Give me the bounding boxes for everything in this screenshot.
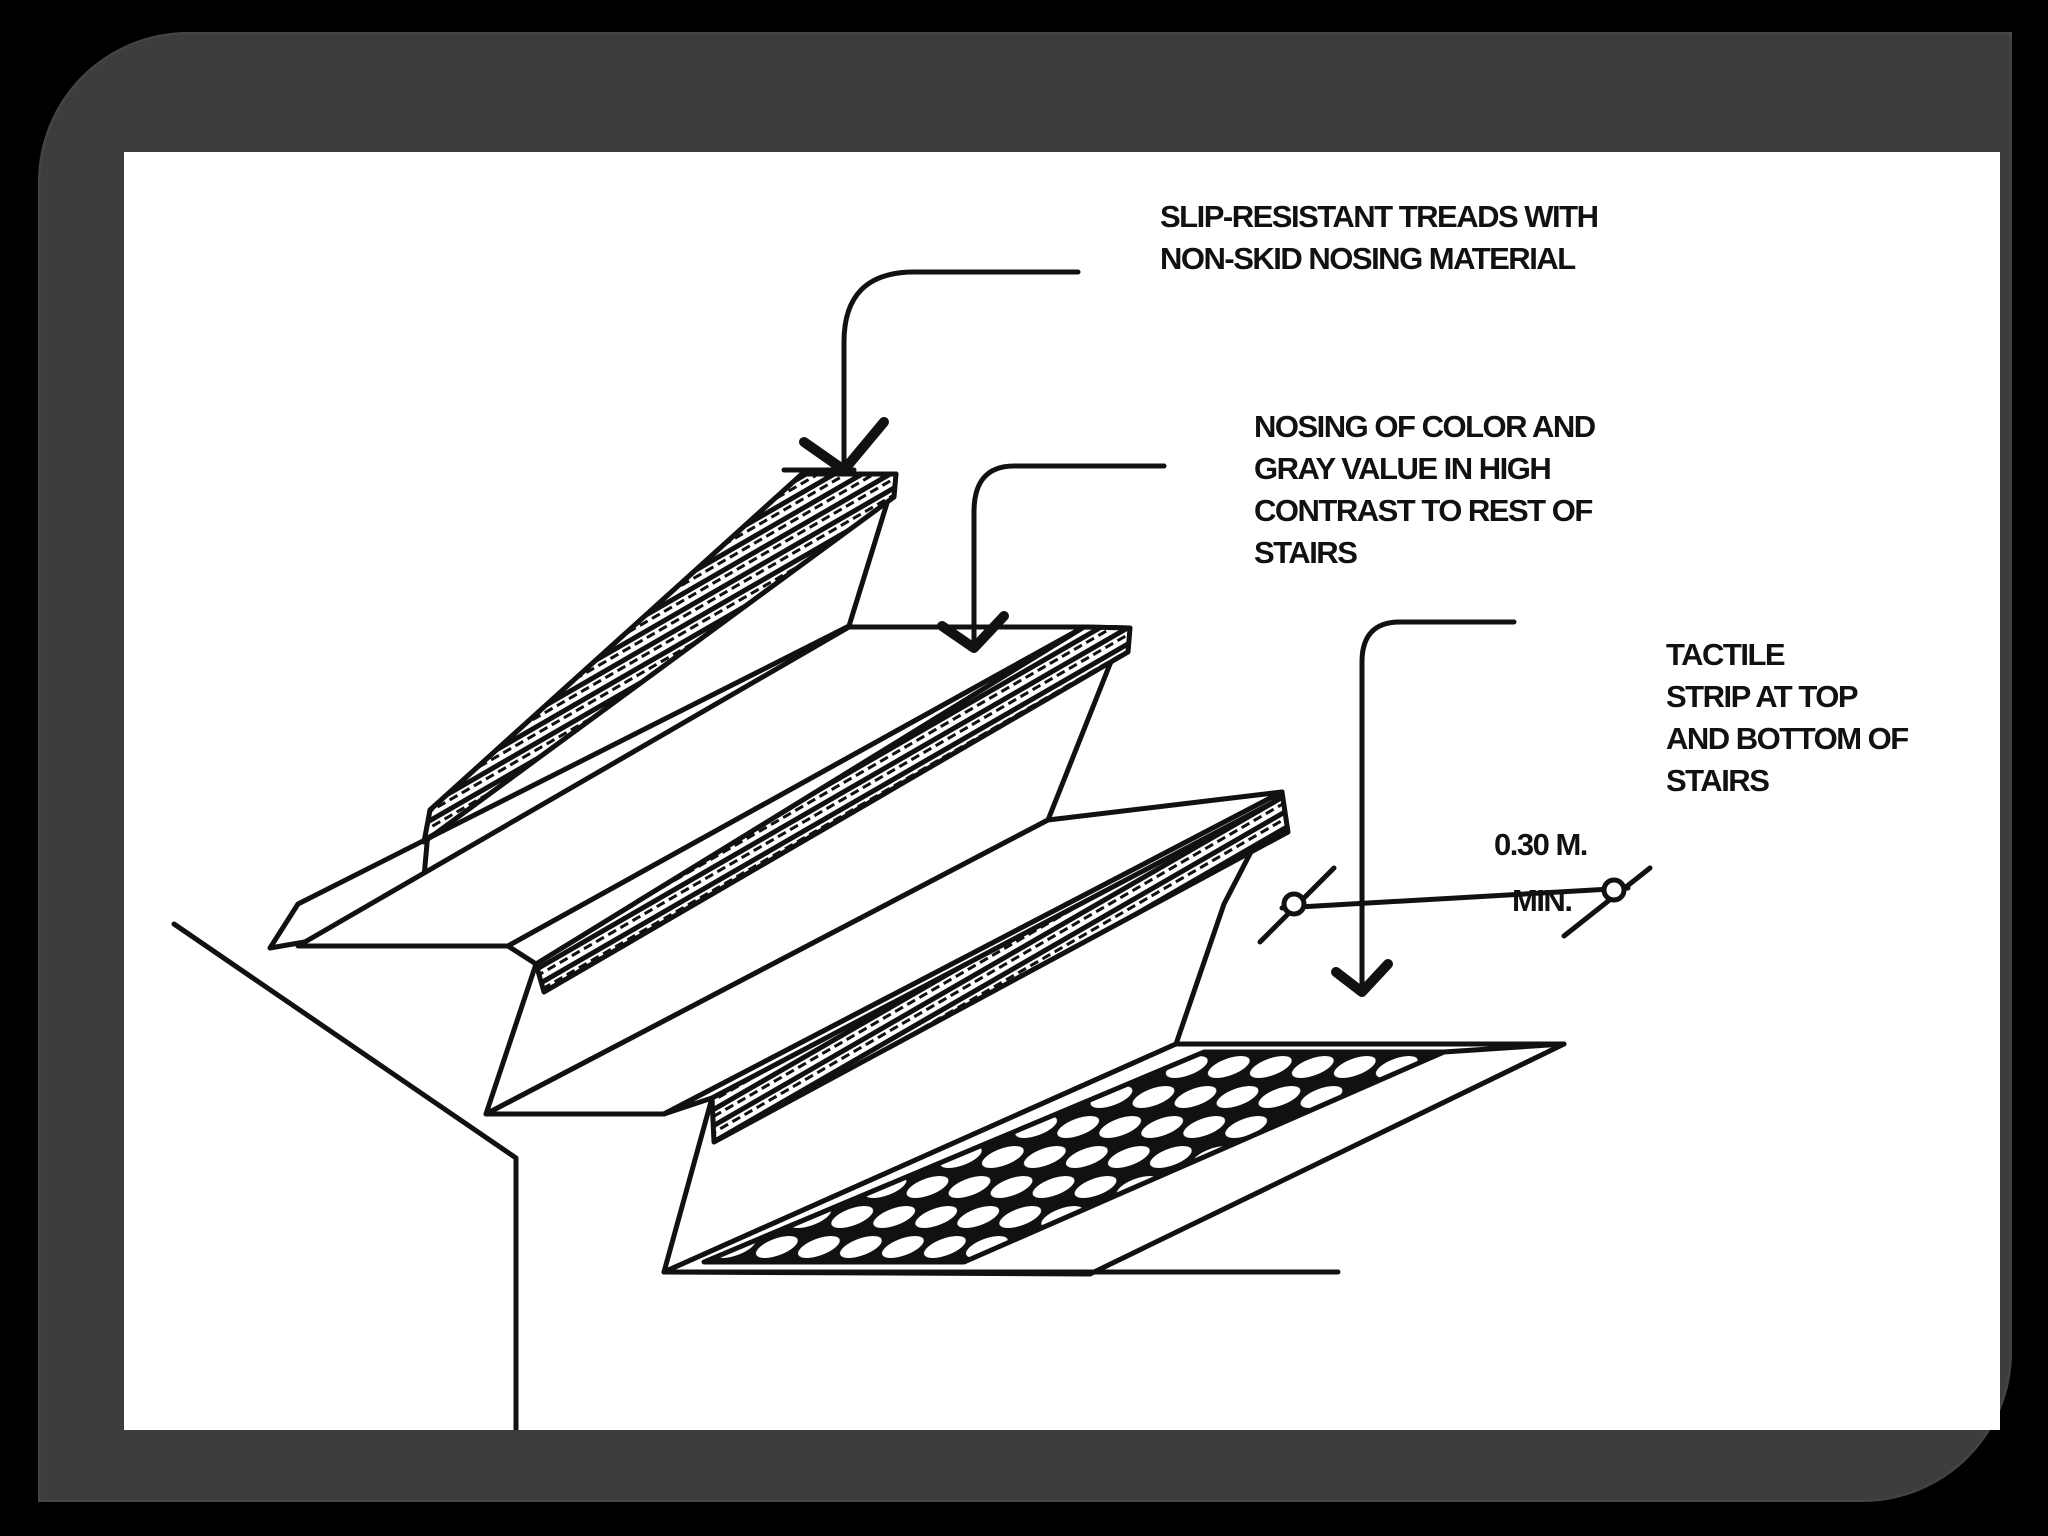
tactile-label: TACTILE STRIP AT TOP AND BOTTOM OF STAIR… [1666,634,1909,802]
slide-frame: SLIP-RESISTANT TREADS WITH NON-SKID NOSI… [38,32,2012,1502]
nosing-label: NOSING OF COLOR AND GRAY VALUE IN HIGH C… [1254,406,1596,574]
dimension-line [1279,885,1631,911]
dimension-node-left [1281,891,1307,917]
tactile-label-line: STAIRS [1666,763,1770,798]
dimension-value: 0.30 M. [1494,827,1588,862]
leader-tactile-arrow [1331,959,1393,997]
nosing-label-line: GRAY VALUE IN HIGH [1254,451,1552,486]
leader-tactile [1359,619,1517,995]
tactile-label-line: STRIP AT TOP [1666,679,1858,714]
leader-treads [841,269,1081,473]
stair-side-wall [171,921,519,1430]
leader-nosing-arrow [937,611,1009,653]
treads-label-line: SLIP-RESISTANT TREADS WITH [1160,199,1599,234]
dimension-extension-right [1561,865,1653,939]
top-step-nosing [421,471,899,845]
second-step-nosing [533,624,1133,995]
tactile-label-line: AND BOTTOM OF [1666,721,1909,756]
third-step-nosing [709,789,1291,1145]
nosing-label-line: NOSING OF COLOR AND [1254,409,1596,444]
dimension-qualifier: MIN. [1512,883,1573,918]
leader-nosing [971,463,1167,651]
drawing-sheet: SLIP-RESISTANT TREADS WITH NON-SKID NOSI… [124,152,2000,1430]
dimension-node-right [1601,877,1627,903]
treads-label-line: NON-SKID NOSING MATERIAL [1160,241,1576,276]
tactile-label-line: TACTILE [1666,637,1786,672]
treads-label: SLIP-RESISTANT TREADS WITH NON-SKID NOSI… [1160,196,1599,280]
stair-drawing [171,269,1653,1430]
nosing-label-line: STAIRS [1254,535,1358,570]
nosing-label-line: CONTRAST TO REST OF [1254,493,1593,528]
landing-far-edge [1441,1041,1567,1055]
